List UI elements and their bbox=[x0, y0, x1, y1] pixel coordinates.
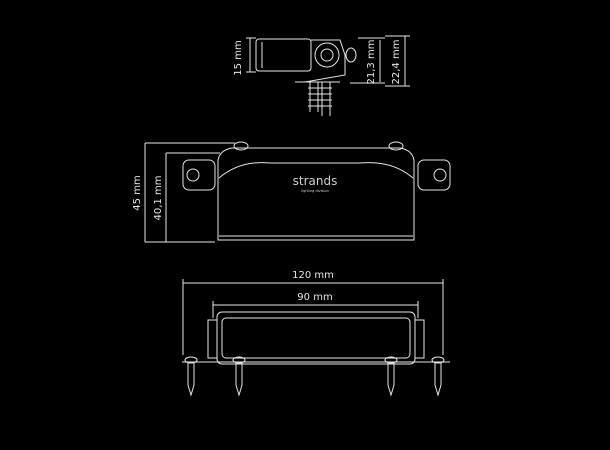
front-dim-total: 45 mm bbox=[132, 175, 143, 210]
top-view: 120 mm 90 mm bbox=[182, 270, 450, 397]
side-view: 15 mm 21,3 mm 22,4 mm bbox=[233, 35, 410, 116]
pivot-screw-icon bbox=[314, 42, 340, 68]
wood-screws bbox=[184, 356, 445, 397]
side-dim-total: 22,4 mm bbox=[391, 40, 402, 85]
side-dim-mid: 21,3 mm bbox=[366, 40, 377, 85]
front-dim-body: 40,1 mm bbox=[153, 176, 164, 221]
brand-logo: strands bbox=[293, 174, 338, 188]
mount-screw-icon bbox=[433, 168, 447, 182]
top-dim-total: 120 mm bbox=[292, 270, 334, 281]
side-dim-height: 15 mm bbox=[233, 40, 244, 75]
front-view: 45 mm 40,1 mm strands lighting division bbox=[132, 141, 451, 243]
mount-screw-icon bbox=[186, 168, 200, 182]
brand-logo-sub: lighting division bbox=[301, 189, 329, 193]
top-dim-body: 90 mm bbox=[297, 292, 332, 303]
